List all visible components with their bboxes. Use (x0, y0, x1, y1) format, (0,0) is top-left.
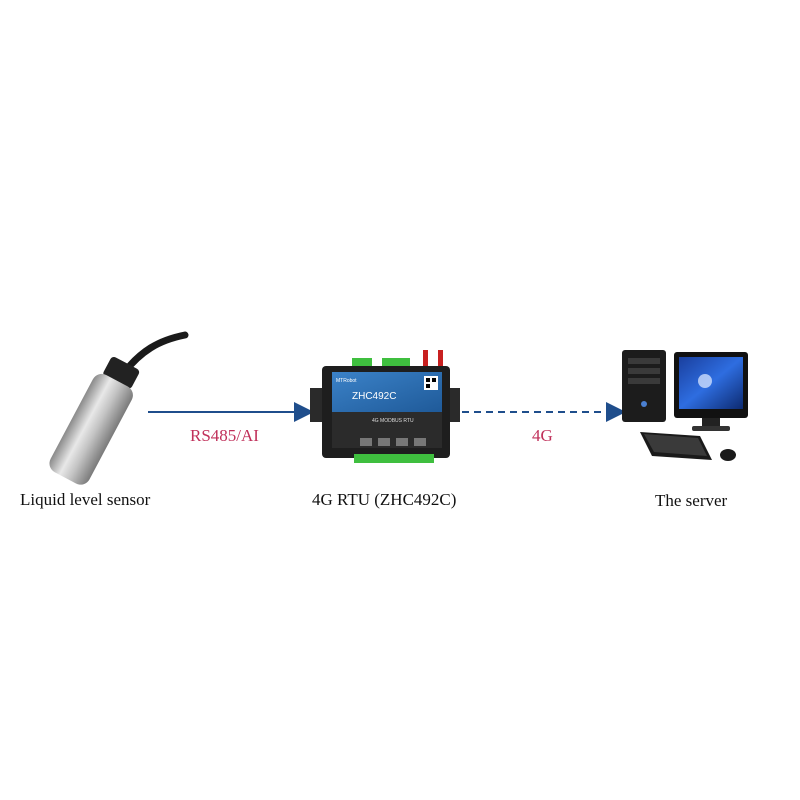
server-computer-icon (622, 350, 748, 461)
sensor-label: Liquid level sensor (20, 490, 151, 509)
server-label: The server (655, 491, 728, 510)
rtu-brand-text: MTRobot (336, 378, 357, 384)
rtu-device-icon (310, 350, 460, 463)
sensor-icon (49, 331, 189, 485)
link-label-4g: 4G (532, 426, 553, 445)
rtu-subtitle-text: 4G MODBUS RTU (372, 418, 414, 424)
rtu-label: 4G RTU (ZHC492C) (312, 490, 457, 509)
link-label-rs485: RS485/AI (190, 426, 259, 445)
rtu-model-text: ZHC492C (352, 391, 396, 402)
